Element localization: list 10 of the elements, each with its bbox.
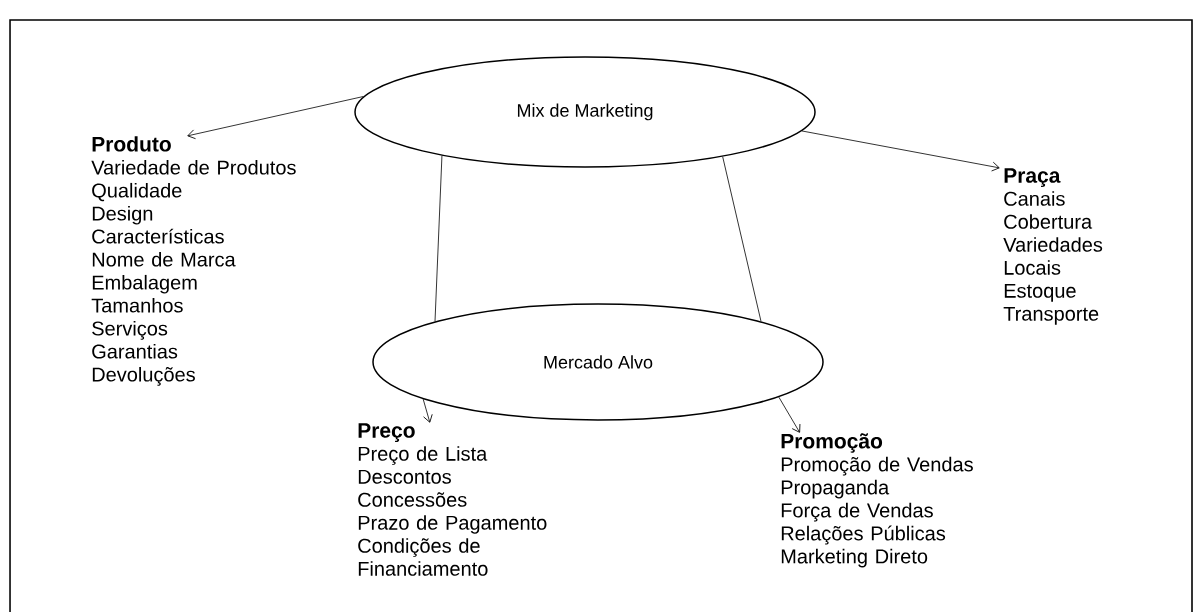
text-list: Praça Canais Cobertura Variedades Locais Estoque Transporte [1003, 168, 1103, 325]
connector-line [434, 155, 443, 322]
text-list: Preço Preço de Lista Descontos Concessões Prazo de Pagamento Condições de Financiamento [358, 423, 547, 576]
arrow [801, 130, 1000, 172]
arrow [778, 396, 801, 433]
text-list: Produto Variedade de Produtos Qualidade Design Características Nome de Marca Embalagem Tamanhos Serviços Garantias Devoluções [91, 136, 296, 386]
text-list: Promoção Promoção de Vendas Propaganda Força de Vendas Relações Públicas Marketing Direto [781, 433, 973, 568]
connector-line [722, 156, 762, 322]
arrow [187, 96, 364, 140]
arrow [422, 398, 433, 423]
